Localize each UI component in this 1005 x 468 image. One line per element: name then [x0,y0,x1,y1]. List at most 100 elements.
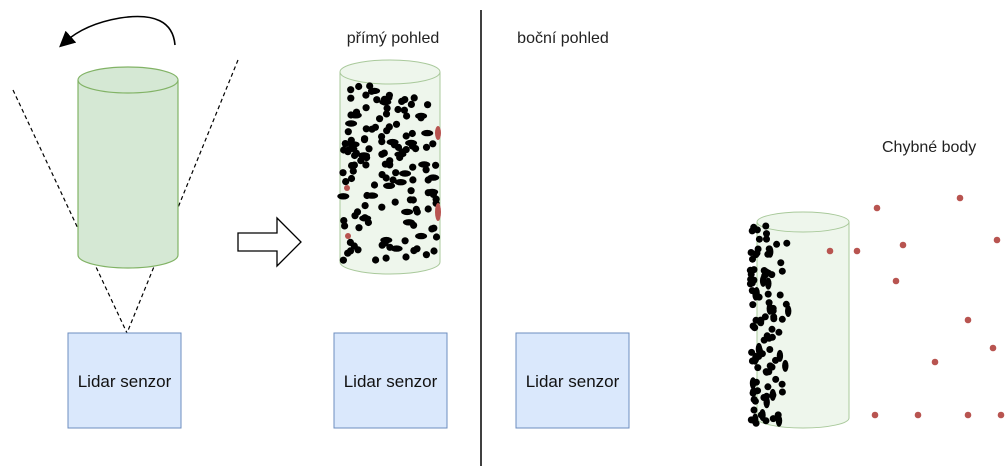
point-cloud-dot [776,291,784,299]
direct-view-point-cloud [337,82,441,264]
point-cloud-dot [751,324,759,332]
point-cloud-dot [351,212,359,220]
sensor-label: Lidar senzor [344,372,438,391]
point-cloud-dot [769,415,777,423]
point-cloud-dot [362,161,370,169]
point-cloud-dot [778,388,786,396]
point-cloud-dot [361,214,369,222]
scanned-cylinder [77,66,179,269]
error-point-dot [964,316,972,324]
point-cloud-dot [424,205,432,213]
sensor-label: Lidar senzor [526,372,620,391]
point-cloud-dot [394,105,402,114]
point-cloud-dot [418,161,431,168]
point-cloud-dot [360,136,369,144]
error-point-dot [435,203,441,221]
point-cloud-dot [380,95,388,103]
point-cloud-dot [345,120,358,127]
point-cloud-dot [430,247,438,255]
point-cloud-dot [762,268,770,276]
point-cloud-dot [768,325,776,333]
point-cloud-dot [407,100,415,108]
point-cloud-dot [424,101,432,109]
point-cloud-dot [782,359,789,372]
point-cloud-dot [769,304,777,312]
error-point-dot [871,411,879,419]
point-cloud-dot [394,143,403,151]
point-cloud-dot [394,179,407,186]
point-cloud-dot [764,383,772,391]
point-cloud-dot [417,114,425,122]
point-cloud-dot [401,237,409,245]
point-cloud-dot [380,236,393,244]
error-point-dot [435,126,441,140]
error-point-dot [931,358,939,366]
point-cloud-dot [347,86,355,94]
point-cloud-dot [765,277,772,290]
point-cloud-dot [778,267,786,275]
point-cloud-dot [422,251,430,259]
point-cloud-dot [398,97,406,105]
point-cloud-dot [402,219,415,226]
point-cloud-dot [410,94,418,102]
point-cloud-dot [378,138,386,146]
point-cloud-dot [366,82,374,90]
point-cloud-dot [783,239,791,247]
point-cloud-dot [755,235,763,243]
error-point-dot [914,411,922,419]
point-cloud-dot [363,191,371,200]
point-cloud-dot [382,110,391,118]
point-cloud-dot [386,138,399,146]
point-cloud-dot [426,188,439,196]
point-cloud-dot [749,377,757,390]
point-cloud-dot [346,247,355,255]
point-cloud-dot [383,127,391,135]
lidar-sensor-box: Lidar senzor [67,332,182,429]
point-cloud-dot [400,106,408,114]
point-cloud-dot [772,375,780,383]
point-cloud-dot [415,232,428,240]
point-cloud-dot [748,357,756,365]
point-cloud-dot [378,150,386,158]
point-cloud-dot [347,111,355,119]
point-cloud-dot [365,145,373,153]
point-cloud-dot [777,259,785,267]
point-cloud-dot [764,250,772,258]
point-cloud-dot [354,246,362,254]
point-cloud-dot [432,161,440,169]
point-cloud-dot [392,120,401,128]
right-arrow-icon [237,216,302,268]
point-cloud-dot [406,196,414,204]
point-cloud-dot [410,247,418,255]
point-cloud-dot [368,125,376,133]
error-point-dot [344,185,350,191]
point-cloud-dot [753,249,761,257]
point-cloud-dot [778,315,786,323]
point-cloud-dot [347,174,356,183]
point-cloud-dot [409,176,417,184]
error-point-dot [997,411,1005,419]
point-cloud-dot [757,411,765,419]
point-cloud-dot [399,170,412,177]
point-cloud-dot [763,396,770,409]
error-point-dot [345,233,351,239]
point-cloud-dot [362,104,370,112]
point-cloud-dot [754,364,762,372]
point-cloud-dot [391,198,399,206]
point-cloud-dot [349,167,357,175]
point-cloud-dot [764,290,772,298]
point-cloud-dot [778,380,786,388]
point-cloud-dot [389,176,397,184]
point-cloud-dot [361,202,369,210]
point-cloud-dot [765,245,773,253]
point-cloud-dot [773,240,781,248]
point-cloud-dot [392,169,400,177]
error-point-dot [993,236,1001,244]
point-cloud-dot [370,181,379,189]
point-cloud-dot [340,217,348,225]
point-cloud-dot [339,256,347,264]
point-cloud-dot [432,233,441,241]
point-cloud-dot [341,140,349,148]
point-cloud-dot [339,169,347,177]
fov-line-right [126,59,239,334]
